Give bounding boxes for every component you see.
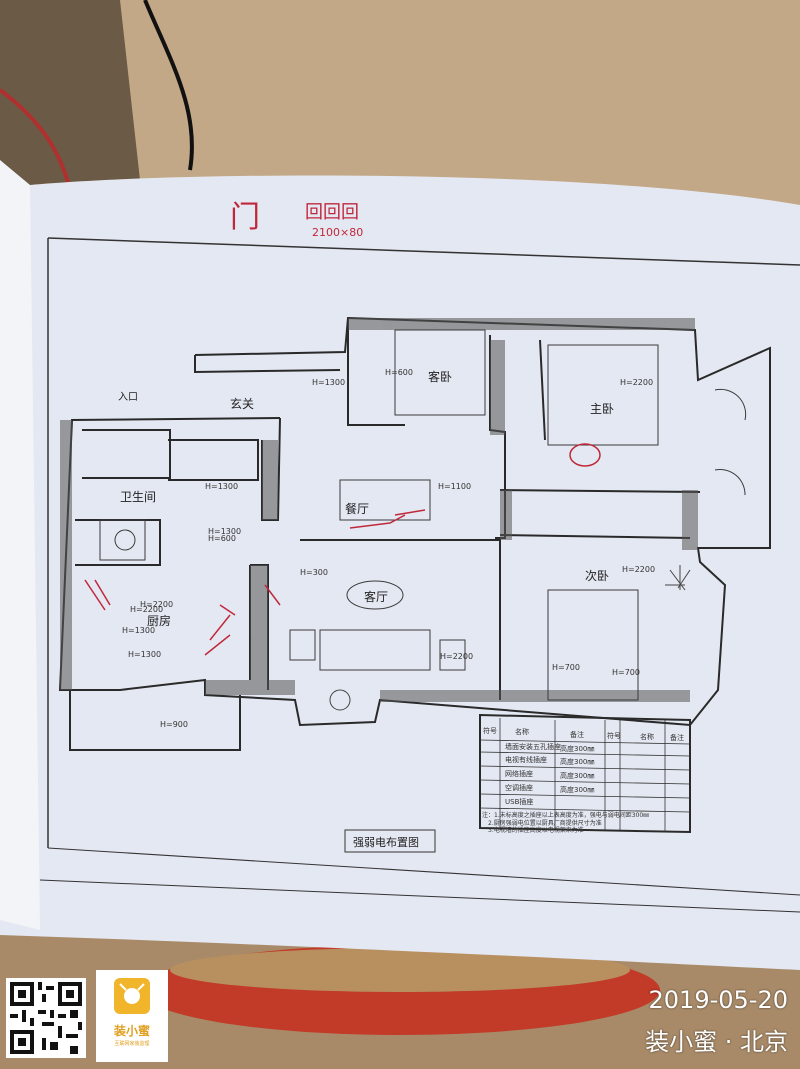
legend-header: 名称 [640, 733, 654, 741]
dim-tag: H=300 [300, 568, 328, 577]
room-guest-bedroom: 客卧 [428, 370, 453, 384]
legend-row-note: 高度300㎜ [560, 758, 595, 766]
dim-tag: H=1300 [312, 378, 346, 387]
legend-row-name: 电视有线插座 [505, 756, 547, 764]
room-living: 客厅 [364, 590, 389, 604]
qr-code-icon [6, 978, 86, 1058]
legend-header: 备注 [670, 734, 684, 742]
legend-row-note: 高度300㎜ [560, 772, 595, 780]
legend-row-name: USB插座 [505, 798, 534, 806]
legend-note: 2.厨房强弱电位置以厨具厂商提供尺寸为准 [488, 820, 602, 827]
legend-note: 注：1.未标高度之插座以上表高度为准，强电与弱电间距300㎜ [482, 812, 650, 819]
brand-subtitle: 互联网家装监理 [114, 1041, 150, 1047]
dim-tag: H=1300 [122, 626, 156, 635]
room-kitchen: 厨房 [147, 614, 172, 628]
dim-tag: H=600 [385, 368, 413, 377]
legend-row-note: 高度300㎜ [560, 745, 595, 753]
legend-row-name: 网络插座 [505, 770, 533, 778]
dim-tag: H=700 [552, 663, 580, 672]
handwritten-note-size: 2100×80 [312, 226, 364, 239]
handwritten-note-door: 门 [230, 200, 260, 235]
legend-header: 备注 [570, 731, 584, 739]
dim-tag: H=2200 [140, 600, 174, 609]
legend-note: 3.电视墙的插座高度以电视架来为准 [488, 827, 584, 834]
brand-logo [96, 970, 168, 1062]
room-master-bedroom: 主卧 [590, 402, 615, 416]
room-second-bedroom: 次卧 [585, 569, 610, 583]
legend-row-name: 墙面安装五孔插座 [505, 743, 561, 751]
dim-tag: H=2200 [622, 565, 656, 574]
plan-title: 强弱电布置图 [353, 836, 419, 849]
legend-header: 符号 [607, 732, 621, 740]
room-bathroom: 卫生间 [120, 490, 157, 504]
legend-header: 符号 [483, 727, 497, 735]
legend-header: 名称 [515, 728, 529, 736]
dim-tag: H=2200 [130, 605, 164, 614]
dim-tag: H=600 [208, 534, 236, 543]
room-foyer: 玄关 [230, 397, 255, 411]
room-dining: 餐厅 [345, 502, 370, 516]
legend-row-name: 空调插座 [505, 784, 533, 792]
brand-name: 装小蜜 [113, 1024, 150, 1038]
legend-row-note: 高度300㎜ [560, 786, 595, 794]
dim-tag: H=1300 [208, 527, 242, 536]
handwritten-note-window: 回回回 [305, 202, 359, 223]
dim-tag: H=1300 [128, 650, 162, 659]
dim-tag: H=700 [612, 668, 640, 677]
entrance-label: 入口 [118, 392, 138, 403]
dim-tag: H=1300 [205, 482, 239, 491]
dim-tag: H=2200 [440, 652, 474, 661]
dim-tag: H=2200 [620, 378, 654, 387]
photo-location: 装小蜜 · 北京 [645, 1028, 788, 1056]
photo-date: 2019-05-20 [648, 986, 788, 1014]
dim-tag: H=900 [160, 720, 188, 729]
dim-tag: H=1100 [438, 482, 472, 491]
